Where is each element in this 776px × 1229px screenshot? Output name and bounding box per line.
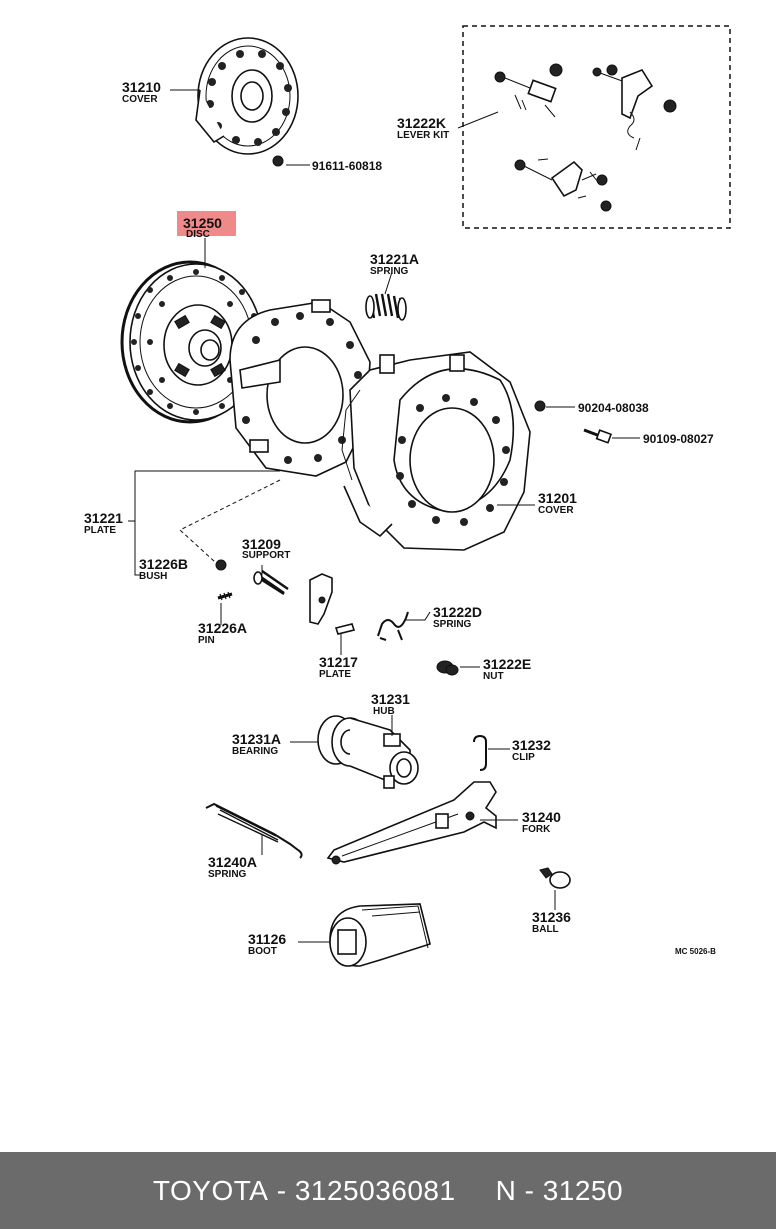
- part-number-31232: 31232: [512, 737, 551, 753]
- part-name-31221: PLATE: [84, 525, 116, 536]
- diagram-code: MC 5026-B: [675, 947, 716, 956]
- footer-part-number: 3125036081: [294, 1174, 456, 1206]
- part-number-90204: 90204-08038: [578, 401, 649, 415]
- footer-ref-number: 31250: [542, 1174, 624, 1206]
- plate-31217-drawing: [334, 623, 356, 635]
- bolt-90109-drawing: [583, 428, 613, 444]
- support-31209-drawing: [253, 570, 289, 596]
- part-number-31126: 31126: [248, 931, 286, 947]
- part-number-31222e: 31222E: [483, 656, 531, 672]
- part-name-31232: CLIP: [512, 752, 535, 763]
- part-number-31201: 31201: [538, 490, 577, 506]
- nut-31222e-drawing: [436, 660, 459, 676]
- lever-kit-parts: [494, 63, 677, 212]
- part-number-31222k: 31222K: [397, 115, 446, 131]
- part-name-31226b: BUSH: [139, 571, 167, 582]
- bush-31226b-drawing: [215, 559, 227, 571]
- ball-31236-drawing: [539, 867, 571, 889]
- clip-31232-drawing: [473, 734, 487, 771]
- part-name-31201: COVER: [538, 505, 574, 516]
- leader-lines: [128, 89, 640, 943]
- part-number-31226a: 31226A: [198, 620, 247, 636]
- release-lever-drawing: [309, 573, 333, 625]
- part-name-31240a: SPRING: [208, 869, 247, 880]
- bearing-hub-drawing: [317, 715, 419, 789]
- lever-kit-box: [462, 25, 731, 229]
- part-name-31240: FORK: [522, 824, 551, 835]
- part-number-31240a: 31240A: [208, 854, 257, 870]
- part-number-31209: 31209: [242, 536, 281, 552]
- part-number-31240: 31240: [522, 809, 561, 825]
- pin-31226a-drawing: [217, 591, 233, 601]
- footer-ref-separator: -: [524, 1174, 535, 1206]
- highlight-31250: [177, 211, 236, 236]
- part-number-31231a: 31231A: [232, 731, 281, 747]
- spring-31240a-drawing: [205, 802, 303, 859]
- cover-31210-drawing: [195, 37, 299, 167]
- part-footer-bar: TOYOTA - 3125036081 N - 31250: [0, 1152, 776, 1229]
- part-number-31217: 31217: [319, 654, 358, 670]
- part-labels: 31210 COVER 31222K LEVER KIT 91611-60818…: [84, 79, 716, 957]
- part-number-90109: 90109-08027: [643, 432, 714, 446]
- exploded-parts-diagram: 31210 COVER 31222K LEVER KIT 91611-60818…: [84, 25, 731, 967]
- part-name-31236: BALL: [532, 924, 559, 935]
- part-number-91611: 91611-60818: [312, 159, 382, 173]
- part-name-31217: PLATE: [319, 669, 351, 680]
- part-name-31226a: PIN: [198, 635, 215, 646]
- cover-31201-drawing: [341, 351, 531, 551]
- part-number-31226b: 31226B: [139, 556, 188, 572]
- part-name-31222d: SPRING: [433, 619, 472, 630]
- pressure-plate-drawing: [229, 299, 371, 477]
- spring-31221a-drawing: [365, 293, 407, 321]
- footer-brand: TOYOTA: [152, 1174, 269, 1206]
- part-name-31222e: NUT: [483, 671, 504, 682]
- part-name-31221a: SPRING: [370, 266, 409, 277]
- part-name-31126: BOOT: [248, 946, 277, 957]
- part-number-31231: 31231: [371, 691, 410, 707]
- part-name-31222k: LEVER KIT: [397, 130, 449, 141]
- footer-ref-prefix: N: [495, 1174, 517, 1206]
- part-number-31221: 31221: [84, 510, 123, 526]
- boot-31126-drawing: [329, 903, 431, 967]
- part-number-31222d: 31222D: [433, 604, 482, 620]
- footer-separator: -: [276, 1174, 287, 1206]
- part-name-31210: COVER: [122, 94, 158, 105]
- spring-31222d-drawing: [377, 611, 409, 641]
- fork-31240-drawing: [326, 781, 497, 865]
- part-number-31236: 31236: [532, 909, 571, 925]
- part-name-31231: HUB: [373, 706, 395, 717]
- part-name-31231a: BEARING: [232, 746, 278, 757]
- part-number-31250: 31250: [183, 215, 222, 231]
- part-number-31210: 31210: [122, 79, 161, 95]
- part-name-31209: SUPPORT: [242, 550, 290, 561]
- nut-90204-drawing: [534, 400, 546, 412]
- part-number-31221a: 31221A: [370, 251, 419, 267]
- part-name-31250: DISC: [186, 229, 210, 240]
